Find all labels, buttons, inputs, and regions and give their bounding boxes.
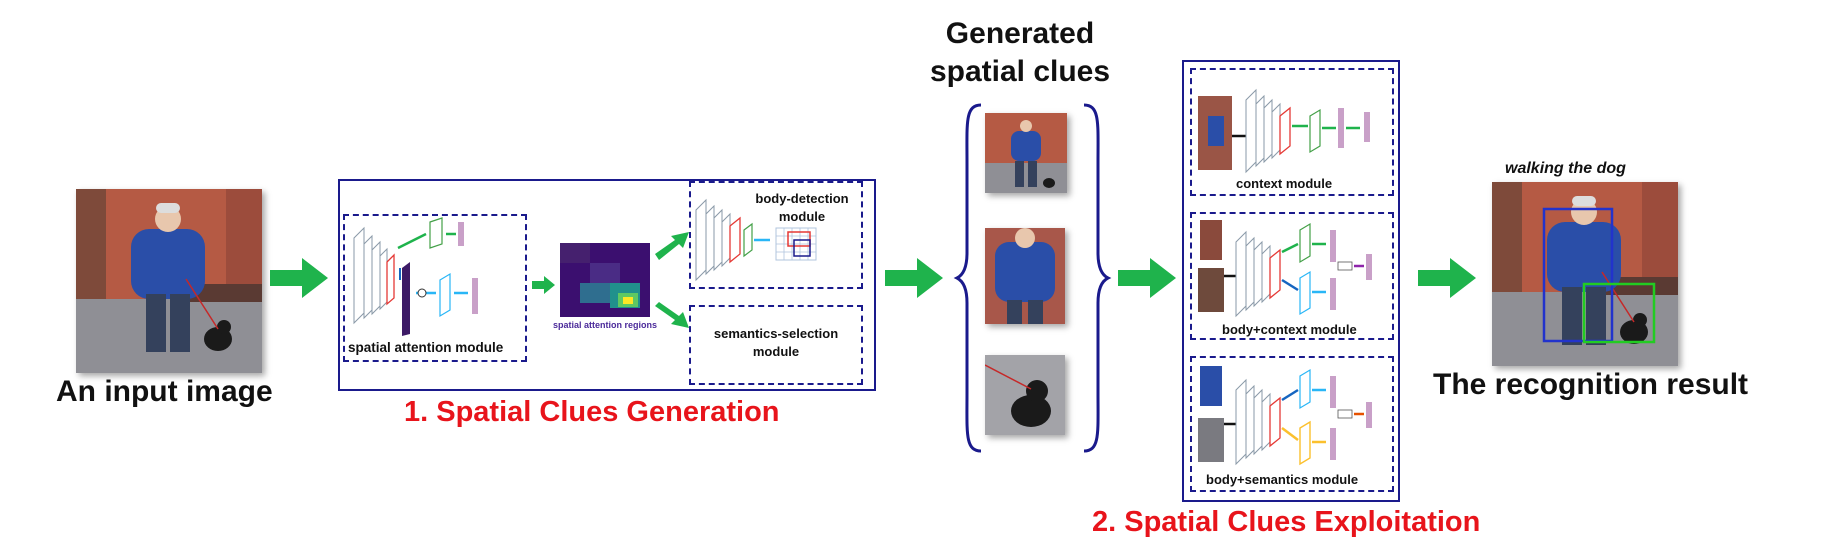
right-brace: [1083, 103, 1112, 453]
stage2-title: 2. Spatial Clues Exploitation: [1092, 506, 1481, 538]
spatial-attention-network-icon: [353, 217, 478, 336]
body-context-network-icon: [1198, 220, 1372, 318]
body-semantics-module-box: [1190, 356, 1394, 492]
body-semantics-module-label: body+semantics module: [1206, 472, 1359, 487]
attention-heatmap: [560, 243, 650, 317]
arrow-2: [885, 258, 943, 298]
arrow-to-semantics-selection: [655, 302, 689, 328]
input-image: [76, 189, 262, 373]
context-module-label: context module: [1236, 176, 1333, 191]
arrow-1: [270, 258, 328, 298]
generated-clues-title: Generated spatial clues: [925, 15, 1115, 91]
generated-clues-title-line1: Generated: [945, 17, 1095, 50]
body-detection-network-icon: [695, 198, 817, 282]
result-caption: walking the dog: [1505, 160, 1626, 177]
body-context-module-box: [1190, 212, 1394, 340]
spatial-clues-exploitation-frame: [1182, 60, 1400, 502]
arrow-to-body-detection: [655, 232, 689, 260]
body-detection-module-box: [689, 181, 863, 289]
input-image-label: An input image: [56, 375, 273, 408]
spatial-clues-generation-frame: [338, 179, 876, 391]
body-semantics-network-icon: [1198, 366, 1372, 466]
body-detection-module-text: body-detection module: [755, 191, 849, 224]
context-module-box: [1190, 68, 1394, 196]
semantics-selection-module-label: semantics-selection module: [700, 325, 852, 361]
result-label: The recognition result: [1433, 368, 1749, 401]
result-image: [1492, 182, 1678, 366]
context-network-icon: [1198, 88, 1370, 174]
left-brace: [953, 103, 982, 453]
clue-body-image: [985, 228, 1065, 324]
semantics-selection-module-text: semantics-selection module: [713, 326, 839, 359]
body-context-module-label: body+context module: [1222, 322, 1357, 337]
stage1-title: 1. Spatial Clues Generation: [404, 396, 780, 428]
spatial-attention-regions-label: spatial attention regions: [552, 320, 657, 330]
generated-clues-title-line2: spatial clues: [929, 55, 1111, 88]
arrow-4: [1418, 258, 1476, 298]
arrow-3: [1118, 258, 1176, 298]
spatial-attention-module-box: [343, 214, 527, 362]
clue-full-image: [985, 113, 1067, 193]
spatial-attention-module-label: spatial attention module: [348, 340, 504, 355]
semantics-selection-module-box: [689, 305, 863, 385]
arrow-to-attention-map: [532, 276, 555, 294]
body-detection-module-label: body-detection module: [752, 190, 852, 226]
clue-dog-image: [985, 355, 1065, 435]
